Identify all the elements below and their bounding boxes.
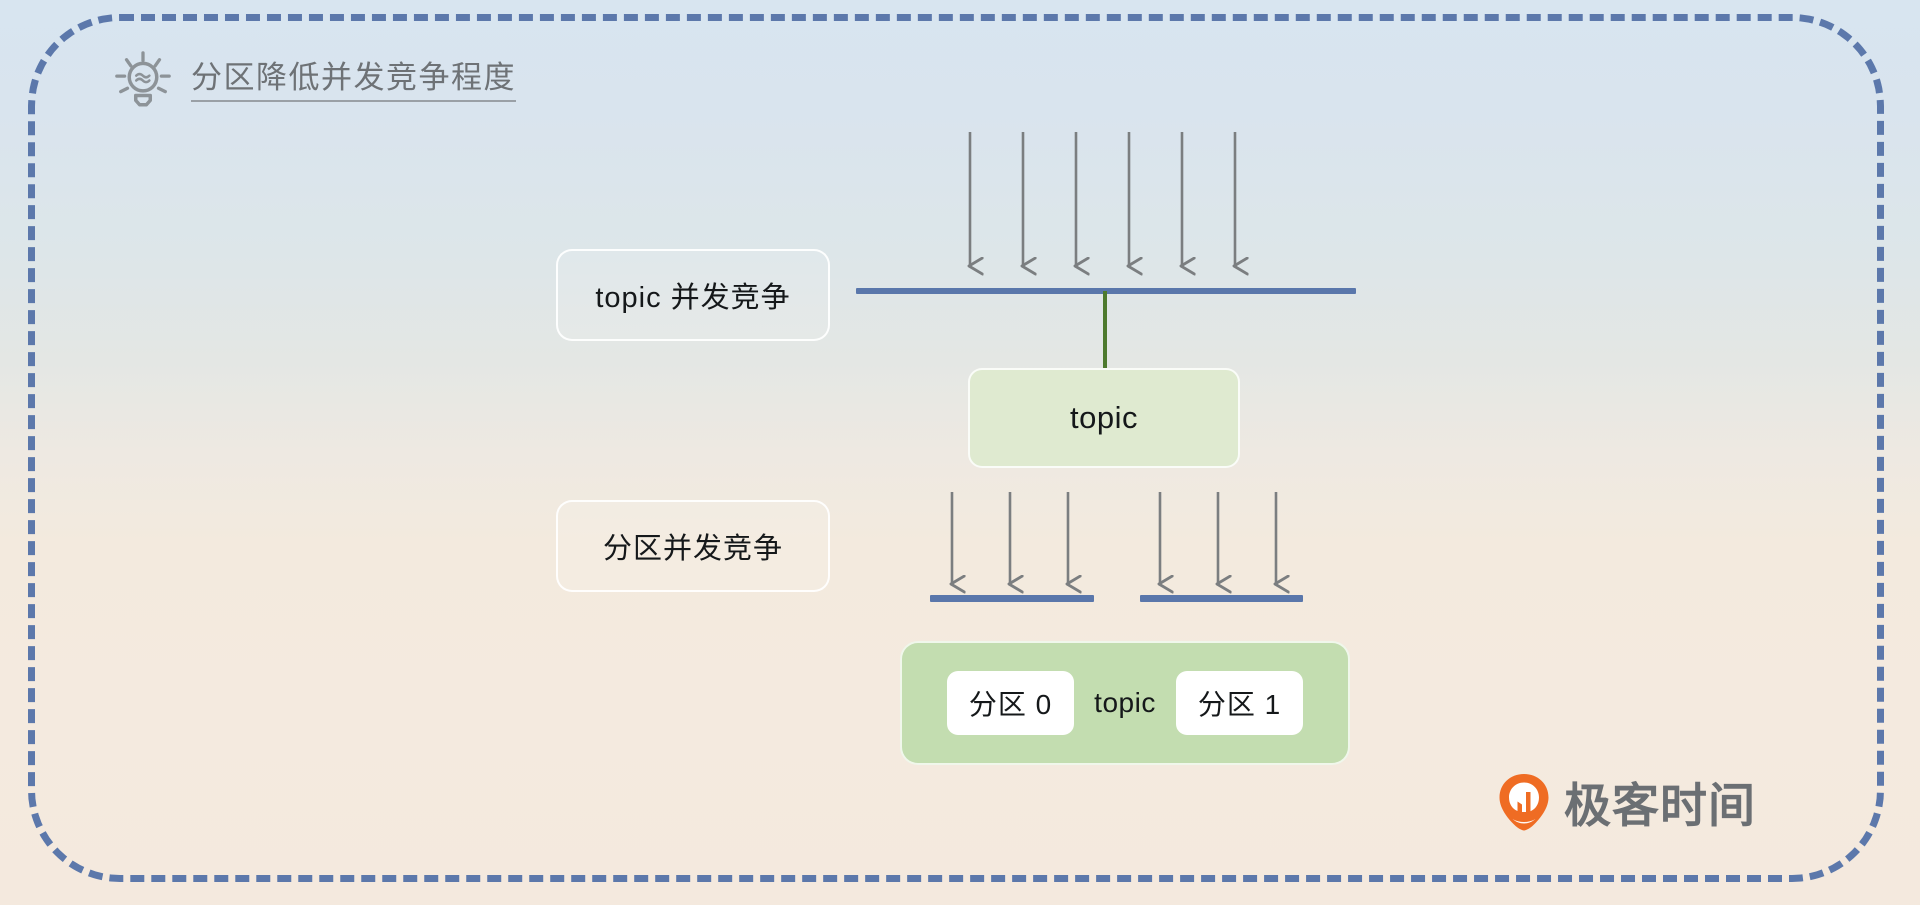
page-title: 分区降低并发竞争程度 (191, 60, 516, 103)
topic-box: topic (968, 368, 1240, 468)
label-topic-contention: topic 并发竞争 (556, 249, 830, 341)
lightbulb-icon (115, 51, 171, 107)
topic-connector-line (1103, 291, 1107, 371)
title-row: 分区降低并发竞争程度 (112, 50, 516, 112)
partition-chip-1: 分区 1 (1175, 671, 1304, 735)
brand-name: 极客时间 (1564, 779, 1756, 832)
brand-logo: 极客时间 (1498, 767, 1756, 836)
partition-box: 分区 0 topic 分区 1 (900, 641, 1350, 765)
topic-box-label: topic (1070, 400, 1138, 435)
partition-0-bar (930, 595, 1094, 602)
partition-1-arrow-group (1148, 492, 1298, 600)
top-arrow-group (960, 132, 1270, 290)
partition-1-bar (1140, 595, 1303, 602)
geekbang-logo-icon (1499, 773, 1549, 830)
partition-0-arrow-group (940, 492, 1090, 600)
partition-box-topic-label: topic (1094, 687, 1156, 718)
label-partition-contention: 分区并发竞争 (556, 500, 830, 592)
partition-chip-0: 分区 0 (946, 671, 1075, 735)
